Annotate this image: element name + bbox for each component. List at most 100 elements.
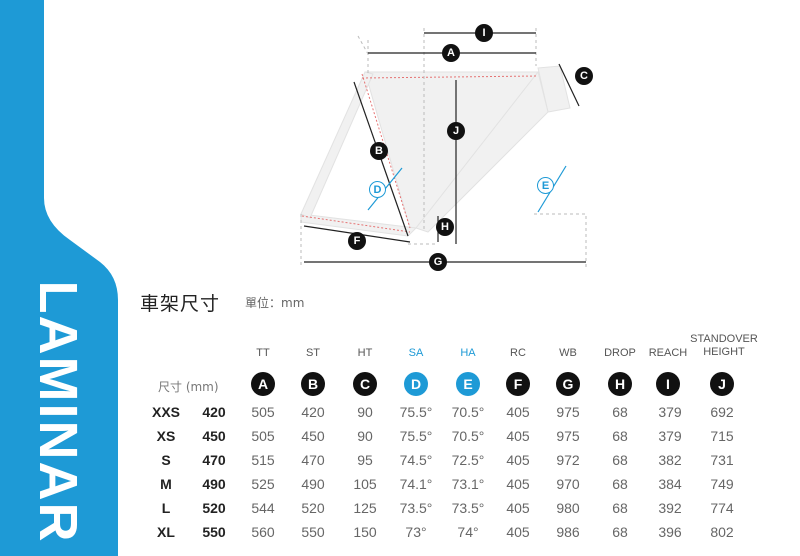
table-cell: 715 [710, 428, 734, 444]
table-cell: 980 [556, 500, 580, 516]
table-cell: 405 [506, 452, 530, 468]
table-cell: 405 [506, 404, 530, 420]
dim-label-f: F [348, 232, 366, 250]
table-cell: 74° [457, 524, 479, 540]
table-cell: 550 [301, 524, 325, 540]
table-cell: 970 [556, 476, 580, 492]
col-head-wb: WB [559, 347, 577, 359]
table-cell: 75.5° [399, 404, 433, 420]
badge-i: I [656, 372, 680, 396]
col-head-reach: REACH [648, 347, 688, 359]
size-label: XXS [151, 404, 180, 420]
badge-c: C [353, 372, 377, 396]
size-column-header: 尺寸 (mm) [158, 380, 219, 394]
table-cell: 105 [353, 476, 377, 492]
table-cell: 73.1° [451, 476, 485, 492]
size-mm: 470 [202, 452, 226, 468]
table-cell: 70.5° [451, 428, 485, 444]
dim-label-i: I [475, 24, 493, 42]
table-cell: 150 [353, 524, 377, 540]
size-mm: 420 [202, 404, 226, 420]
table-cell: 515 [251, 452, 275, 468]
table-cell: 731 [710, 452, 734, 468]
size-label: XS [156, 428, 176, 444]
dim-label-h: H [436, 218, 454, 236]
badge-a: A [251, 372, 275, 396]
table-cell: 75.5° [399, 428, 433, 444]
table-cell: 68 [612, 452, 628, 468]
table-cell: 125 [353, 500, 377, 516]
table-cell: 384 [658, 476, 682, 492]
frame-geometry-diagram: I A C J B D E H F G [118, 0, 800, 280]
table-cell: 74.5° [399, 452, 433, 468]
table-cell: 505 [251, 428, 275, 444]
col-head-st: ST [305, 347, 321, 359]
table-cell: 525 [251, 476, 275, 492]
table-cell: 470 [301, 452, 325, 468]
badge-j: J [710, 372, 734, 396]
col-head-rc: RC [510, 347, 526, 359]
dim-label-a: A [442, 44, 460, 62]
table-cell: 560 [251, 524, 275, 540]
table-cell: 420 [301, 404, 325, 420]
table-cell: 405 [506, 524, 530, 540]
badge-e: E [456, 372, 480, 396]
table-cell: 68 [612, 428, 628, 444]
table-cell: 379 [658, 404, 682, 420]
table-cell: 392 [658, 500, 682, 516]
table-cell: 774 [710, 500, 734, 516]
brand-strip: LAMINAR [0, 0, 118, 556]
size-mm: 450 [202, 428, 226, 444]
dim-label-d: D [369, 181, 386, 198]
table-cell: 72.5° [451, 452, 485, 468]
frame-drawing [300, 28, 587, 268]
table-cell: 396 [658, 524, 682, 540]
badge-f: F [506, 372, 530, 396]
col-head-drop: DROP [604, 347, 636, 359]
size-label: XL [157, 524, 175, 540]
table-cell: 975 [556, 428, 580, 444]
table-cell: 405 [506, 476, 530, 492]
table-cell: 73.5° [399, 500, 433, 516]
badge-g: G [556, 372, 580, 396]
col-head-tt: TT [256, 347, 270, 359]
table-cell: 749 [710, 476, 734, 492]
table-cell: 68 [612, 404, 628, 420]
table-cell: 450 [301, 428, 325, 444]
table-cell: 379 [658, 428, 682, 444]
size-label: M [160, 476, 172, 492]
table-cell: 73.5° [451, 500, 485, 516]
table-cell: 68 [612, 500, 628, 516]
col-head-sa: SA [408, 347, 424, 359]
col-head-ht: HT [357, 347, 373, 359]
size-label: L [161, 500, 171, 516]
badge-d: D [404, 372, 428, 396]
table-cell: 405 [506, 428, 530, 444]
table-cell: 520 [301, 500, 325, 516]
table-cell: 95 [357, 452, 373, 468]
table-cell: 490 [301, 476, 325, 492]
dim-label-b: B [370, 142, 388, 160]
table-cell: 802 [710, 524, 734, 540]
dim-label-j: J [447, 122, 465, 140]
table-cell: 68 [612, 524, 628, 540]
size-label: S [161, 452, 171, 468]
table-cell: 544 [251, 500, 275, 516]
dim-label-g: G [429, 253, 447, 271]
dim-label-c: C [575, 67, 593, 85]
table-cell: 986 [556, 524, 580, 540]
badge-h: H [608, 372, 632, 396]
dim-label-e: E [537, 177, 554, 194]
table-cell: 90 [357, 428, 373, 444]
table-cell: 405 [506, 500, 530, 516]
size-mm: 490 [202, 476, 226, 492]
table-cell: 73° [405, 524, 427, 540]
table-cell: 68 [612, 476, 628, 492]
badge-b: B [301, 372, 325, 396]
size-mm: 520 [202, 500, 226, 516]
table-cell: 90 [357, 404, 373, 420]
brand-strip-shape [0, 0, 118, 556]
brand-logo: LAMINAR [28, 280, 88, 544]
table-cell: 382 [658, 452, 682, 468]
